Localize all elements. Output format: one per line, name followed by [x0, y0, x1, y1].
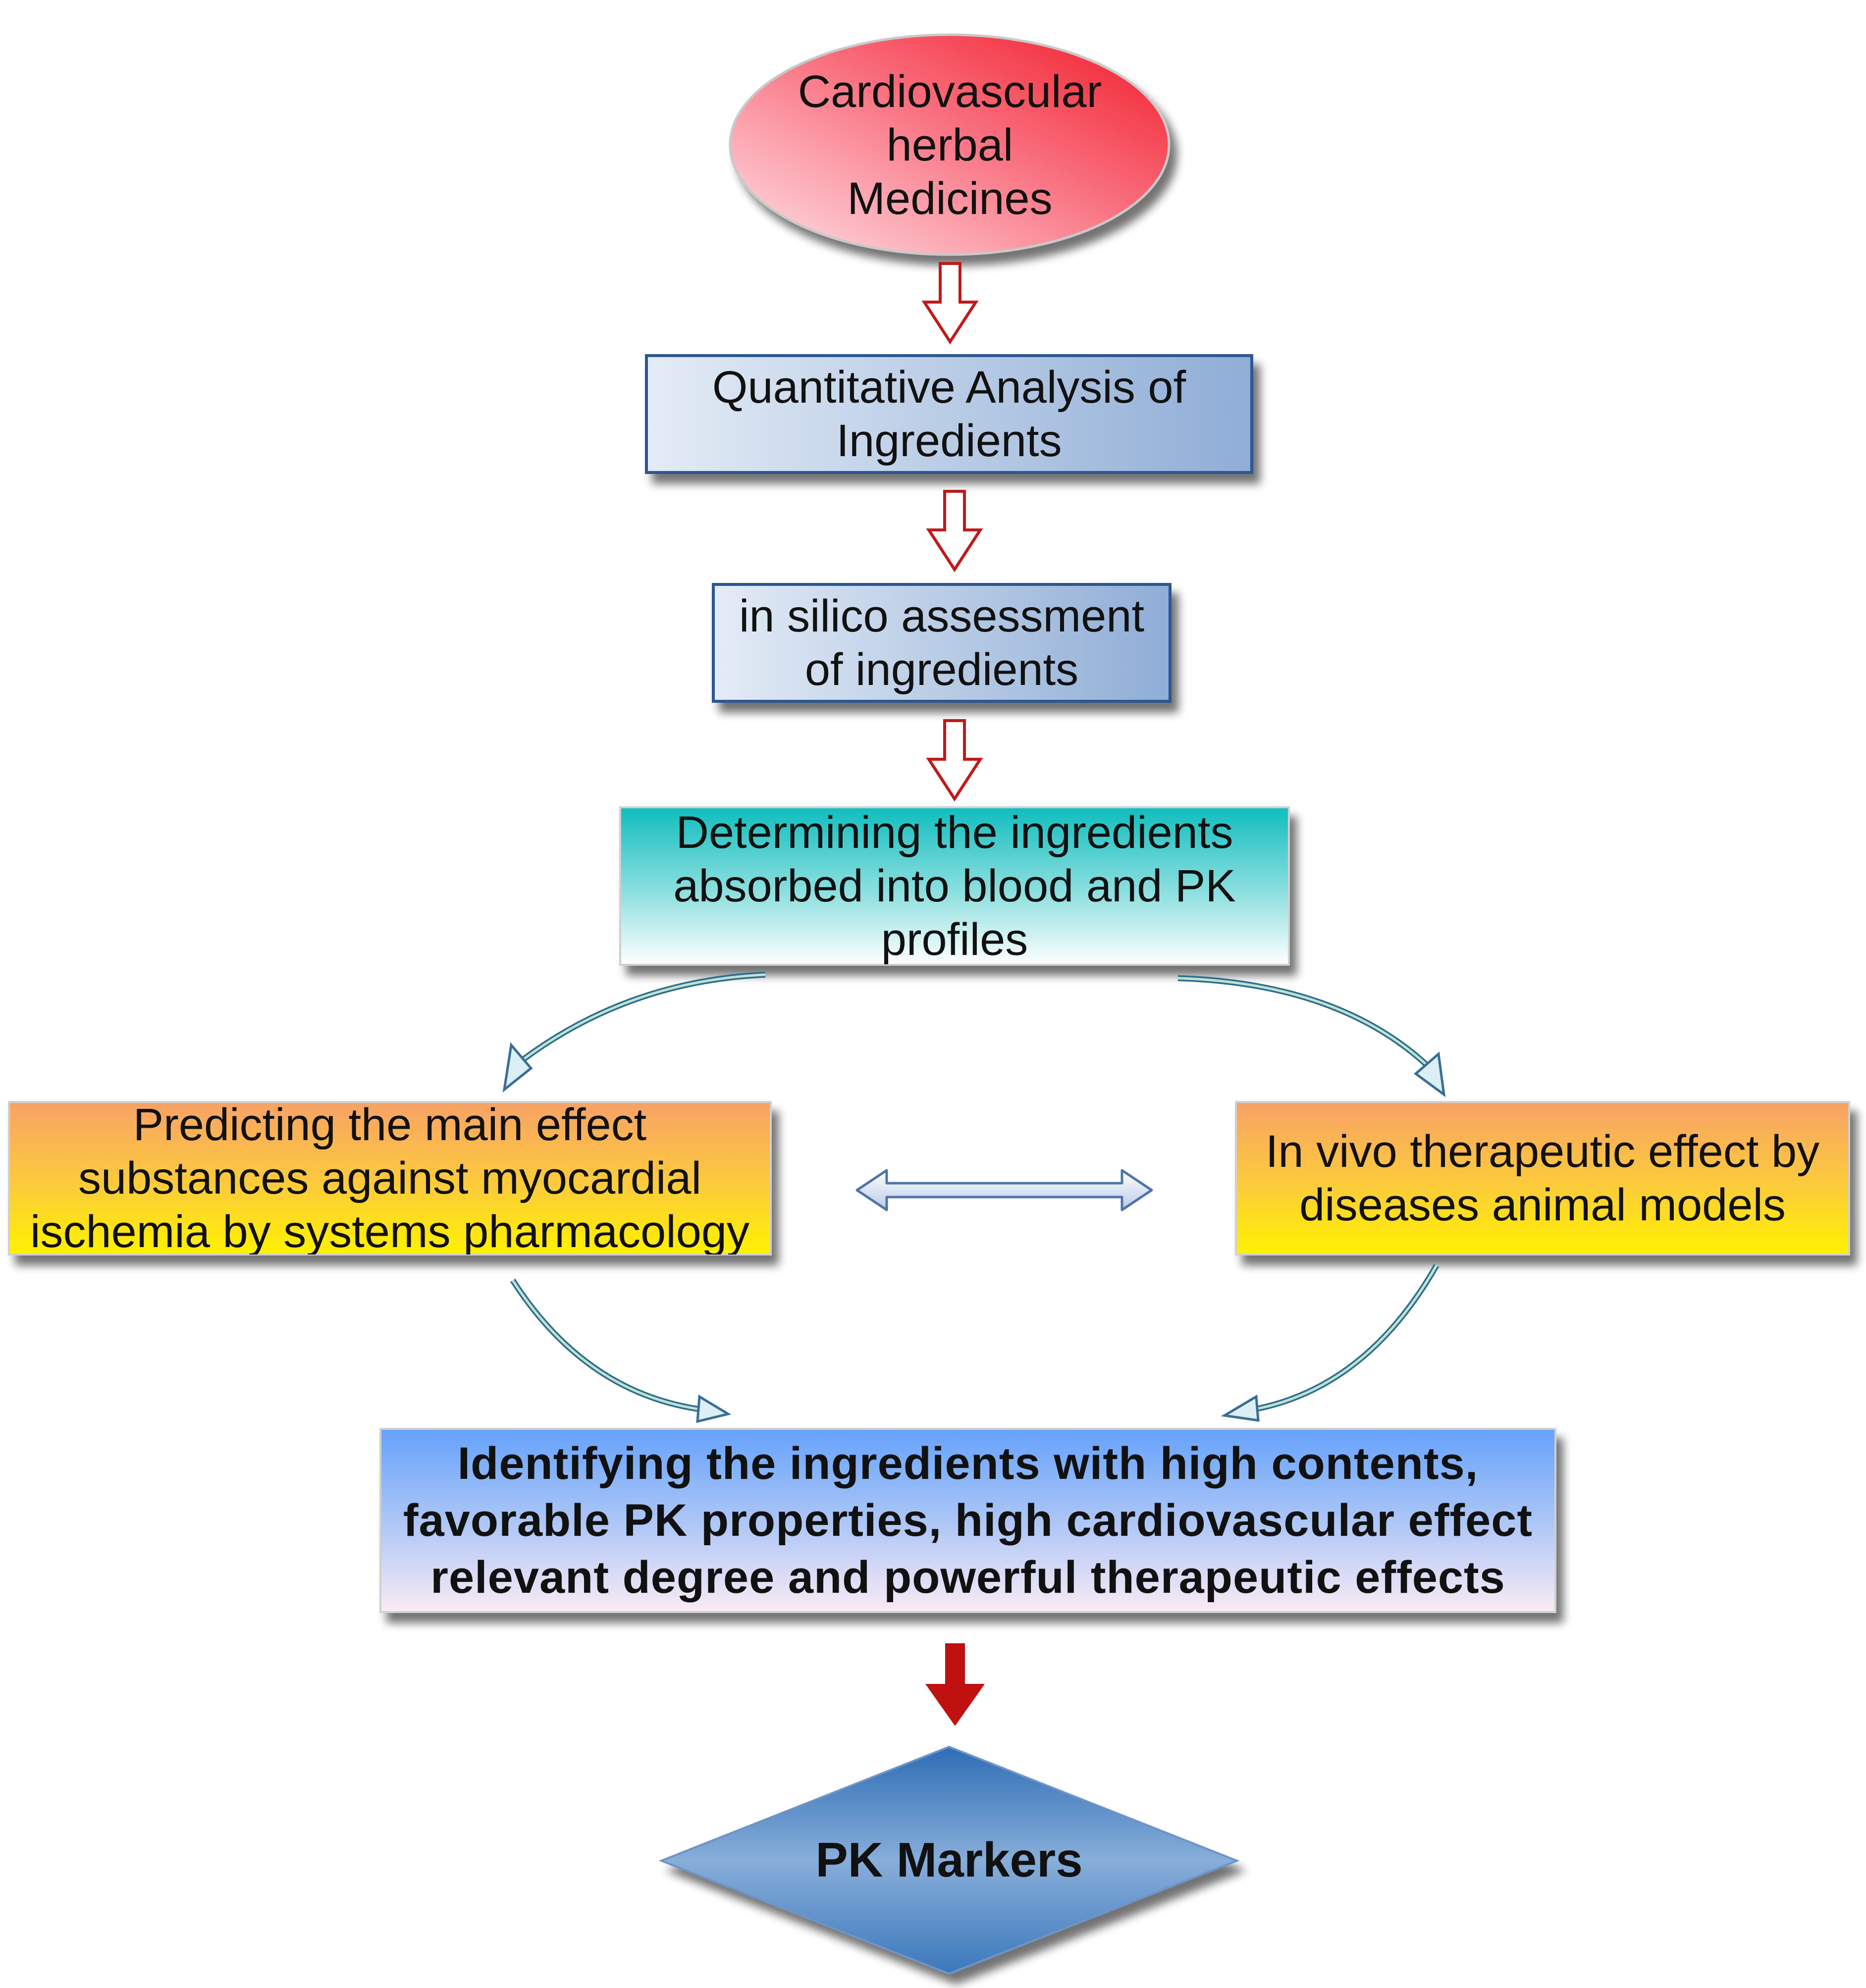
predicting-label: Predicting the main effect substances ag…	[30, 1102, 750, 1255]
start-label: Cardiovascular herbal Medicines	[798, 66, 1102, 224]
curved-arrow-from-predicting-icon	[510, 1278, 732, 1423]
quantitative-analysis-node: Quantitative Analysis of Ingredients	[646, 356, 1252, 472]
invivo-box-shape	[1235, 1101, 1850, 1256]
curved-arrow-from-invivo-icon	[1221, 1264, 1439, 1422]
absorbed-ingredients-label: Determining the ingredients absorbed int…	[673, 807, 1236, 965]
start-ellipse-shape	[729, 33, 1171, 256]
arrow-down-2-icon	[926, 490, 983, 573]
identifying-node: Identifying the ingredients with high co…	[380, 1429, 1555, 1612]
absorbed-ingredients-node: Determining the ingredients absorbed int…	[620, 807, 1289, 965]
pk-markers-node: PK Markers	[661, 1746, 1237, 1974]
curved-arrow-to-invivo-icon	[1177, 975, 1446, 1098]
identifying-label: Identifying the ingredients with high co…	[403, 1438, 1533, 1603]
insilico-assessment-node: in silico assessment of ingredients	[713, 584, 1170, 701]
insilico-assessment-label: in silico assessment of ingredients	[739, 591, 1145, 695]
invivo-label: In vivo therapeutic effect by diseases a…	[1265, 1126, 1820, 1230]
arrow-down-solid-icon	[925, 1643, 985, 1726]
quantitative-box-shape	[645, 354, 1253, 474]
quantitative-analysis-label: Quantitative Analysis of Ingredients	[712, 362, 1186, 466]
pk-markers-label: PK Markers	[815, 1832, 1083, 1887]
arrow-down-1-icon	[921, 262, 979, 345]
predicting-box-shape	[8, 1101, 772, 1256]
absorbed-box-shape	[619, 806, 1290, 966]
arrow-down-3-icon	[926, 719, 983, 802]
start-node: Cardiovascular herbal Medicines	[731, 35, 1169, 255]
double-arrow-icon	[855, 1169, 1153, 1211]
insilico-box-shape	[712, 583, 1172, 703]
end-diamond-shape	[658, 1745, 1240, 1975]
identifying-box-shape	[379, 1428, 1556, 1613]
invivo-node: In vivo therapeutic effect by diseases a…	[1236, 1102, 1849, 1255]
predicting-node: Predicting the main effect substances ag…	[9, 1102, 771, 1255]
curved-arrow-to-predicting-icon	[502, 972, 766, 1093]
